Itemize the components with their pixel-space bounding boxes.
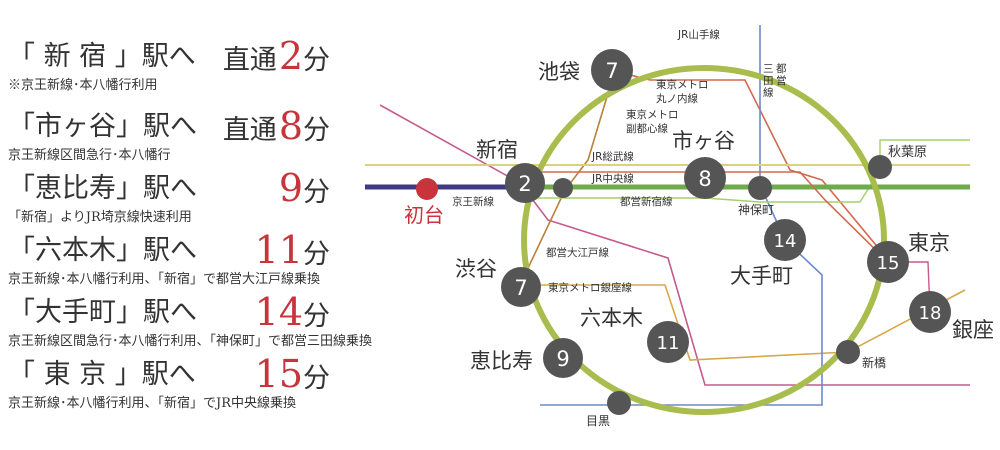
station-ebisu: 9 恵比寿 [470, 338, 583, 378]
travel-time: 14分 [253, 290, 330, 339]
station-otemachi: 14 大手町 [730, 219, 806, 288]
minutes-value: 2 [278, 34, 303, 78]
station-shibuya: 7 渋谷 [455, 257, 541, 307]
station-name: 市ヶ谷 [672, 129, 735, 153]
station-ginza: 18 銀座 [909, 291, 994, 342]
station-dot [553, 178, 573, 198]
destination-roppongi: 「六本木」駅へ 11分 京王新線･本八幡行利用、「新宿」で都営大江戸線乗換 [8, 228, 338, 298]
line-chuo-rapid [520, 171, 889, 263]
travel-time: 直通8分 [223, 104, 330, 153]
destination-label: 「市ヶ谷」駅へ [8, 111, 197, 142]
station-ichigaya: 8 市ヶ谷 [672, 129, 735, 199]
destination-otemachi: 「大手町」駅へ 14分 京王新線区間急行･本八幡行利用、「神保町」で都営三田線乗… [8, 290, 372, 360]
destination-shinjuku: 「 新 宿 」駅へ 直通2分 ※京王新線･本八幡行利用 [8, 34, 338, 104]
minutes-unit: 分 [303, 45, 330, 76]
destination-label: 「恵比寿」駅へ [8, 173, 197, 204]
route-note: 京王新線区間急行･本八幡行 [8, 148, 171, 163]
station-minutes: 15 [877, 253, 900, 274]
station-name-meguro: 目黒 [586, 414, 610, 428]
via-text: 直通 [222, 45, 277, 76]
label-oedo: 都営大江戸線 [546, 246, 609, 259]
travel-time-list: 「 新 宿 」駅へ 直通2分 ※京王新線･本八幡行利用 「市ヶ谷」駅へ 直通8分… [8, 0, 372, 450]
station-name: 銀座 [952, 318, 994, 342]
station-minutes: 11 [657, 333, 680, 354]
minutes-value: 14 [254, 290, 303, 334]
line-ginza [520, 284, 966, 361]
station-name: 新宿 [476, 138, 518, 162]
station-minutes: 14 [774, 231, 797, 252]
route-note: 「新宿」よりJR埼京線快速利用 [8, 210, 192, 225]
origin-marker [416, 178, 438, 200]
station-name: 東京 [908, 231, 950, 255]
route-note: ※京王新線･本八幡行利用 [8, 78, 158, 93]
line-oedo [379, 104, 970, 386]
station-dot-shimbashi [836, 340, 860, 364]
via-text: 直通 [222, 115, 277, 146]
minutes-value: 8 [278, 104, 303, 148]
station-shinjuku: 2 新宿 [476, 138, 545, 203]
station-name: 六本木 [580, 306, 643, 330]
travel-time: 9分 [277, 166, 330, 215]
station-ikebukuro: 7 池袋 [538, 49, 633, 91]
origin-name: 初台 [404, 203, 444, 227]
label-keio: 京王新線 [452, 195, 494, 208]
station-minutes: 18 [919, 303, 942, 324]
line-mita [540, 25, 823, 406]
destination-label: 「大手町」駅へ [8, 297, 197, 328]
destination-ichigaya: 「市ヶ谷」駅へ 直通8分 京王新線区間急行･本八幡行 [8, 104, 338, 174]
label-ginza: 東京メトロ銀座線 [548, 281, 632, 294]
station-dot-jimbocho [748, 176, 772, 200]
label-mita: 都営三田線 [763, 63, 787, 99]
yamanote-loop [521, 65, 887, 415]
station-minutes: 7 [605, 59, 618, 83]
destination-tokyo: 「 東 京 」駅へ 15分 京王新線･本八幡行利用、「新宿」でJR中央線乗換 [8, 352, 338, 422]
minutes-unit: 分 [303, 177, 330, 208]
station-dot-meguro [607, 391, 631, 415]
minutes-value: 15 [254, 352, 303, 396]
travel-time: 15分 [253, 352, 330, 401]
station-tokyo: 15 東京 [867, 231, 950, 283]
station-minutes: 2 [518, 172, 531, 196]
station-dot-akihabara [868, 155, 892, 179]
line-fukutoshin [519, 69, 616, 286]
minutes-unit: 分 [303, 363, 330, 394]
travel-time: 直通2分 [223, 34, 330, 83]
route-note: 京王新線区間急行･本八幡行利用、「神保町」で都営三田線乗換 [8, 334, 373, 349]
label-yamanote: JR山手線 [677, 28, 720, 41]
station-minutes: 7 [514, 276, 527, 300]
station-name: 渋谷 [455, 257, 497, 281]
station-minutes: 8 [698, 167, 711, 191]
station-name: 池袋 [538, 60, 580, 84]
minutes-unit: 分 [303, 239, 330, 270]
label-sobu: JR総武線 [591, 150, 634, 163]
station-roppongi: 11 六本木 [580, 306, 689, 363]
minutes-unit: 分 [303, 301, 330, 332]
station-name: 大手町 [730, 264, 793, 288]
destination-label: 「六本木」駅へ [8, 235, 197, 266]
label-fukutoshin: 東京メトロ副都心線 [626, 108, 679, 135]
destination-label: 「 東 京 」駅へ [8, 359, 196, 390]
destination-ebisu: 「恵比寿」駅へ 9分 「新宿」よりJR埼京線快速利用 [8, 166, 338, 236]
route-note: 京王新線･本八幡行利用、「新宿」で都営大江戸線乗換 [8, 272, 321, 287]
travel-time: 11分 [253, 228, 330, 277]
destination-label: 「 新 宿 」駅へ [8, 41, 196, 72]
minutes-value: 11 [254, 228, 303, 272]
station-name-akihabara: 秋葉原 [888, 145, 927, 160]
station-name-shimbashi: 新橋 [862, 355, 886, 370]
label-marunouchi: 東京メトロ丸ノ内線 [656, 78, 709, 105]
route-note: 京王新線･本八幡行利用、「新宿」でJR中央線乗換 [8, 396, 296, 411]
station-name-jimbocho: 神保町 [738, 203, 774, 217]
label-shinjuku-line: 都営新宿線 [620, 195, 673, 208]
minutes-unit: 分 [303, 115, 330, 146]
label-chuo: JR中央線 [591, 172, 634, 185]
minutes-value: 9 [278, 166, 303, 210]
station-minutes: 9 [556, 347, 569, 371]
station-name: 恵比寿 [470, 349, 533, 373]
